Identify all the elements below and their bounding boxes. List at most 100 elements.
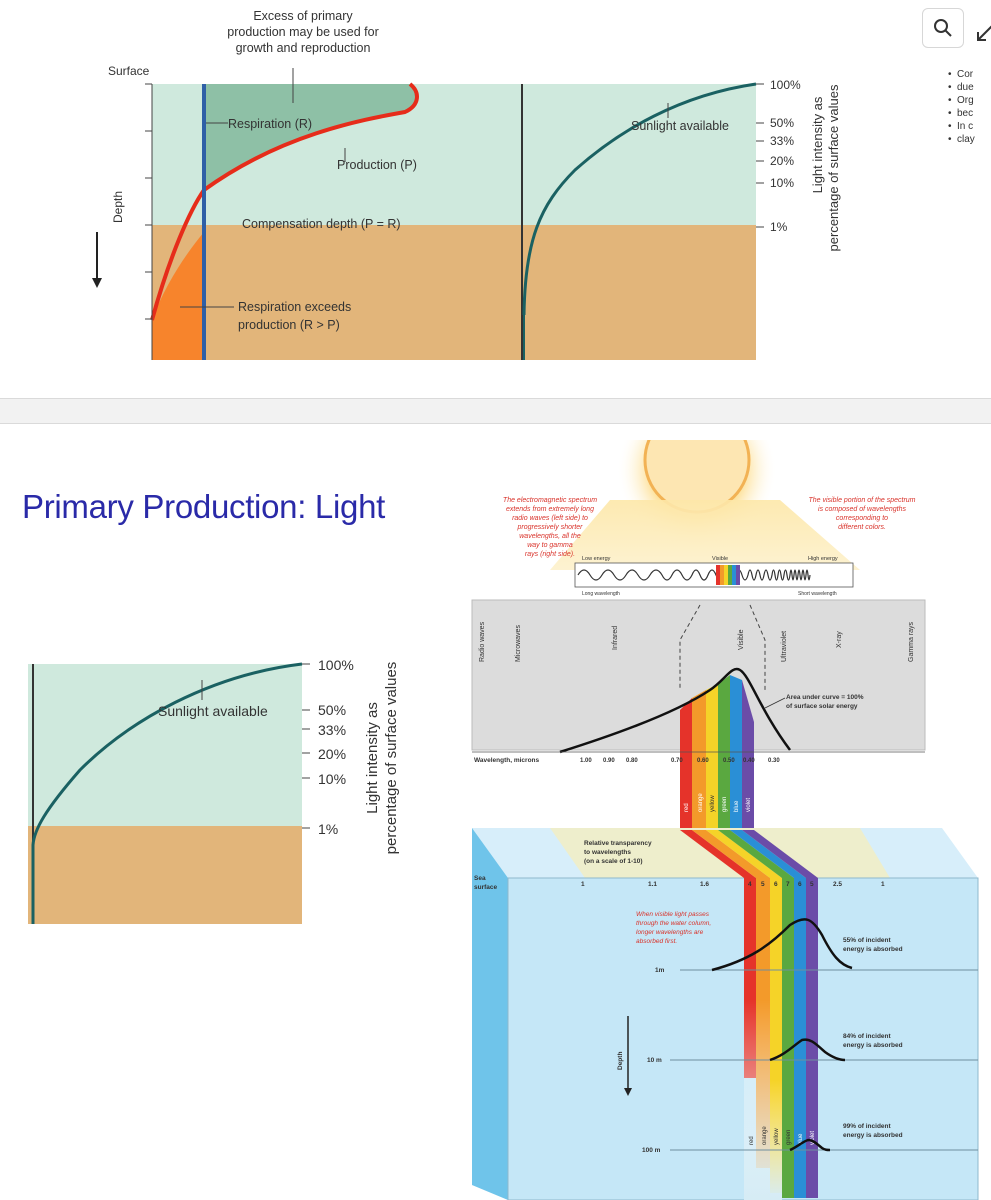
slide-production-depth: Surface Excess of primary production may… <box>0 0 991 400</box>
svg-text:progressively shorter: progressively shorter <box>517 524 584 531</box>
svg-text:green: green <box>786 1130 792 1145</box>
svg-text:5: 5 <box>810 881 814 888</box>
depth-label: Depth <box>111 191 125 223</box>
svg-text:energy is absorbed: energy is absorbed <box>843 946 903 953</box>
depth-10m: 10 m <box>647 1057 662 1064</box>
svg-text:0.60: 0.60 <box>697 758 709 764</box>
note-1a: Cor <box>948 68 991 81</box>
wave-strip <box>574 562 854 588</box>
svg-text:radio waves (left side) to: radio waves (left side) to <box>512 515 588 522</box>
sunlight-curve-top <box>522 82 757 316</box>
slide-title: Primary Production: Light <box>22 488 385 525</box>
svg-text:When visible light passes: When visible light passes <box>636 911 710 918</box>
visible-light-note: When visible light passes through the wa… <box>636 911 711 945</box>
svg-text:1.6: 1.6 <box>700 881 709 888</box>
b-axis-title-1: Light intensity as <box>364 702 381 814</box>
svg-text:violet: violet <box>746 798 752 812</box>
water-zone-bottom <box>28 664 302 826</box>
b-tick-1: 1% <box>318 821 338 837</box>
svg-text:99% of incident: 99% of incident <box>843 1123 892 1130</box>
expand-icon <box>977 25 991 41</box>
search-button[interactable] <box>922 8 964 48</box>
svg-text:red: red <box>749 1136 755 1145</box>
svg-text:extends from extremely long: extends from extremely long <box>506 506 594 513</box>
absorption-curve-10m <box>769 1038 846 1062</box>
tick-50: 50% <box>770 116 794 130</box>
sediment-zone-right <box>522 225 756 360</box>
svg-text:Radio waves: Radio waves <box>479 621 486 662</box>
svg-text:84% of incident: 84% of incident <box>843 1033 892 1040</box>
tick-33: 33% <box>770 134 794 148</box>
sunlight-label-top: Sunlight available <box>631 119 729 133</box>
absorption-curve-100m <box>789 1138 831 1152</box>
note-2b: bec <box>948 107 991 120</box>
transparency-note: Relative transparency to wavelengths (on… <box>584 840 652 865</box>
svg-text:Microwaves: Microwaves <box>515 625 522 662</box>
ocean-front <box>507 877 979 1200</box>
note-1b: due <box>948 81 991 94</box>
depth-100m: 100 m <box>642 1147 661 1154</box>
wave-left-bottom: Long wavelength <box>582 591 620 597</box>
water-bands <box>680 830 818 1200</box>
depth-label-spectrum: Depth <box>617 1052 624 1070</box>
sediment-zone <box>152 225 522 360</box>
b-axis-title-2: percentage of surface values <box>383 662 400 855</box>
svg-text:55% of incident: 55% of incident <box>843 937 892 944</box>
absorption-curve-1m <box>711 918 853 972</box>
svg-text:longer wavelengths are: longer wavelengths are <box>636 929 704 936</box>
svg-text:Relative transparency: Relative transparency <box>584 840 652 847</box>
svg-text:wavelengths, all the: wavelengths, all the <box>519 533 581 540</box>
svg-text:energy is absorbed: energy is absorbed <box>843 1042 903 1049</box>
deep-band-labels: red orange yellow green blue violet <box>749 1126 816 1145</box>
transparency-values: 1 1.1 1.6 4 5 6 7 6 5 2.5 1 <box>581 881 885 888</box>
slide-divider <box>0 398 991 424</box>
area-note-2: of surface solar energy <box>786 703 858 710</box>
svg-text:yellow: yellow <box>774 1128 780 1145</box>
svg-text:The electromagnetic spectrum: The electromagnetic spectrum <box>503 497 597 504</box>
svg-text:X-ray: X-ray <box>836 631 843 648</box>
expand-button[interactable] <box>972 8 991 48</box>
svg-text:0.40: 0.40 <box>743 758 755 764</box>
region-labels: Radio waves Microwaves Infrared Visible … <box>479 621 915 662</box>
tick-10: 10% <box>770 176 794 190</box>
svg-text:absorbed first.: absorbed first. <box>636 938 677 945</box>
sea-surface-1: Sea <box>474 875 486 882</box>
svg-text:blue: blue <box>798 1133 804 1145</box>
compensation-label: Compensation depth (P = R) <box>242 217 401 231</box>
em-note: The electromagnetic spectrum extends fro… <box>503 497 597 558</box>
area-note-1: Area under curve = 100% <box>786 694 864 701</box>
wavelength-axis: Wavelength, microns <box>474 757 540 764</box>
tick-1: 1% <box>770 220 788 234</box>
arrow-down-icon <box>92 278 102 288</box>
svg-text:(on a scale of 1-10): (on a scale of 1-10) <box>584 858 643 865</box>
b-tick-33: 33% <box>318 722 346 738</box>
side-notes: Cor due Org bec In c clay <box>947 68 991 146</box>
svg-text:violet: violet <box>810 1131 816 1145</box>
depth-axis: Depth <box>92 191 125 288</box>
excess-production-area <box>204 84 417 190</box>
production-label: Production (P) <box>337 158 417 172</box>
surface-label: Surface <box>108 64 150 78</box>
svg-text:7: 7 <box>786 881 790 888</box>
svg-text:0.80: 0.80 <box>626 758 638 764</box>
svg-text:through the water column,: through the water column, <box>636 920 711 927</box>
svg-text:0.30: 0.30 <box>768 758 780 764</box>
arrow-down-icon <box>624 1088 632 1096</box>
svg-text:blue: blue <box>734 800 740 812</box>
water-zone-right <box>522 84 756 225</box>
note-2a: Org <box>948 94 991 107</box>
svg-text:Gamma rays: Gamma rays <box>908 621 915 662</box>
sunlight-chart: Sunlight available 100% 50% 33% 20% 10% … <box>28 657 400 924</box>
svg-text:Infrared: Infrared <box>612 626 619 650</box>
svg-text:The visible portion of the spe: The visible portion of the spectrum <box>809 497 916 504</box>
svg-text:way to gamma: way to gamma <box>527 542 573 549</box>
svg-text:1.00: 1.00 <box>580 758 592 764</box>
exceeds-label-1: Respiration exceeds <box>238 300 351 314</box>
spectrum-diagram: Low energy Visible High energy Long wave… <box>471 440 979 1200</box>
svg-text:6: 6 <box>798 881 802 888</box>
svg-text:is composed of wavelengths: is composed of wavelengths <box>818 506 906 513</box>
sediment-zone-bottom <box>28 826 302 924</box>
note-3b: clay <box>948 133 991 146</box>
wave-center: Visible <box>712 556 728 562</box>
sea-surface-2: surface <box>474 884 498 891</box>
